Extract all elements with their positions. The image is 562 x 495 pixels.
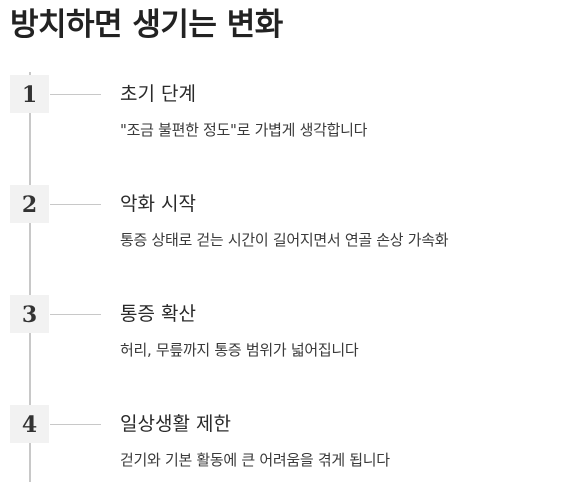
step-number-badge: 4 (10, 405, 49, 443)
page-title: 방치하면 생기는 변화 (10, 7, 283, 43)
step-number-badge: 1 (10, 75, 49, 113)
timeline: 1 초기 단계 "조금 불편한 정도"로 가볍게 생각합니다 2 악화 시작 통… (0, 72, 562, 482)
step-description: 걷기와 기본 활동에 큰 어려움을 겪게 됩니다 (120, 451, 390, 469)
timeline-step-4: 4 일상생활 제한 걷기와 기본 활동에 큰 어려움을 겪게 됩니다 (0, 405, 562, 495)
timeline-step-1: 1 초기 단계 "조금 불편한 정도"로 가볍게 생각합니다 (0, 75, 562, 165)
timeline-step-3: 3 통증 확산 허리, 무릎까지 통증 범위가 넓어집니다 (0, 295, 562, 385)
step-description: "조금 불편한 정도"로 가볍게 생각합니다 (120, 121, 368, 139)
step-connector (50, 204, 101, 205)
step-title: 통증 확산 (120, 303, 196, 325)
step-title: 악화 시작 (120, 193, 196, 215)
step-number-badge: 3 (10, 295, 49, 333)
step-connector (50, 94, 101, 95)
step-description: 허리, 무릎까지 통증 범위가 넓어집니다 (120, 341, 359, 359)
timeline-step-2: 2 악화 시작 통증 상태로 걷는 시간이 길어지면서 연골 손상 가속화 (0, 185, 562, 275)
step-description: 통증 상태로 걷는 시간이 길어지면서 연골 손상 가속화 (120, 231, 449, 249)
step-connector (50, 314, 101, 315)
step-number-badge: 2 (10, 185, 49, 223)
step-connector (50, 424, 101, 425)
timeline-line (29, 72, 31, 482)
step-title: 초기 단계 (120, 83, 196, 105)
step-title: 일상생활 제한 (120, 413, 231, 435)
